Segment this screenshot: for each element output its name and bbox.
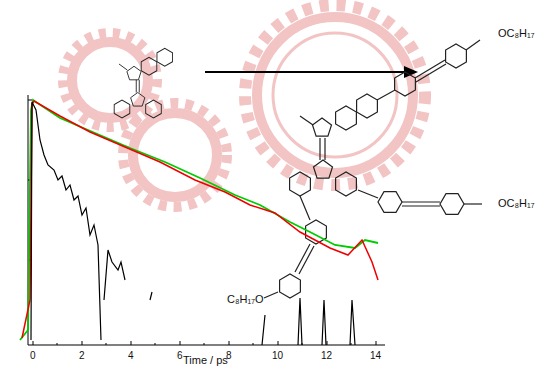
small-motor-molecule xyxy=(110,46,176,120)
gear-watermark xyxy=(63,5,425,207)
tick-label: 6 xyxy=(177,351,183,361)
axis-title: Time / ps xyxy=(183,355,228,366)
decay-plot xyxy=(20,95,385,345)
chemical-group: OC₈H₁₇ xyxy=(498,28,535,39)
tick-label: 14 xyxy=(370,351,381,361)
tick-label: 12 xyxy=(321,351,332,361)
reaction-arrow xyxy=(205,71,408,73)
tick-label: 10 xyxy=(272,351,283,361)
tick-label: 0 xyxy=(30,351,36,361)
tick-label: 2 xyxy=(79,351,85,361)
chemical-group: C₈H₁₇O xyxy=(227,294,264,305)
tick-label: 4 xyxy=(128,351,134,361)
chemical-group: OC₈H₁₇ xyxy=(498,198,535,209)
large-motor-molecule xyxy=(264,40,482,301)
